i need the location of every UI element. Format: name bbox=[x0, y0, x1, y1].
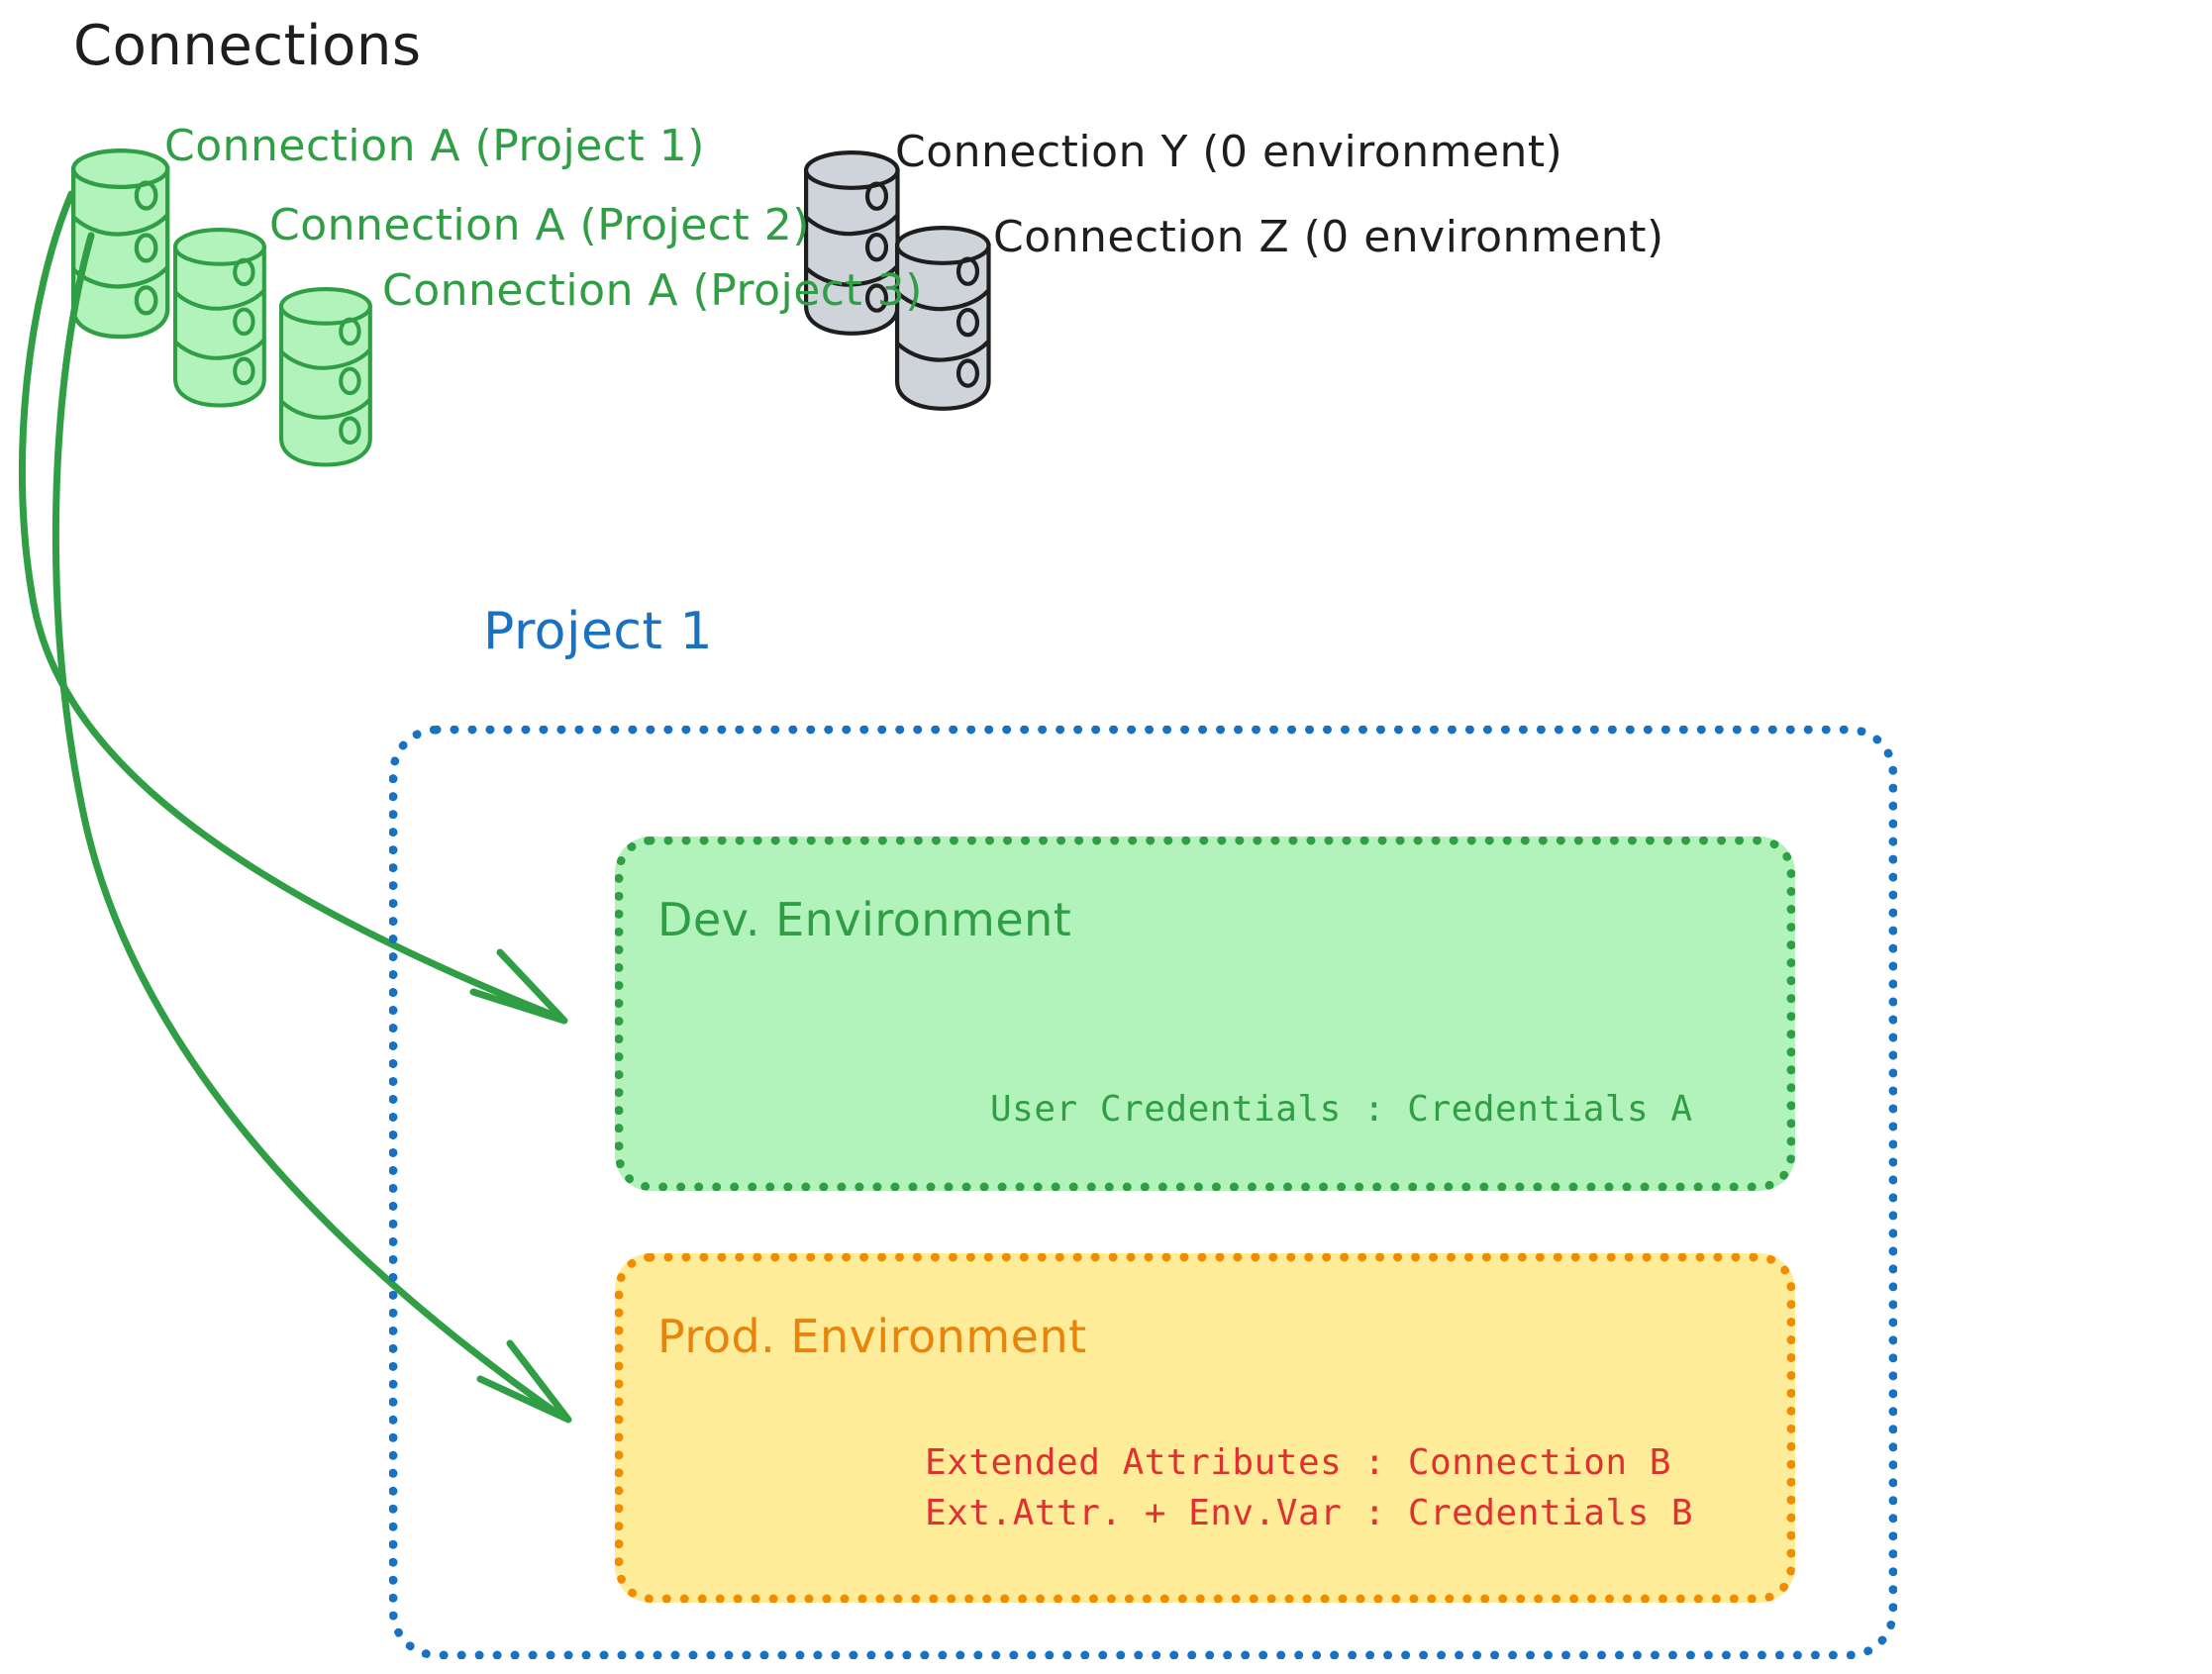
connection-label-a-project-3: Connection A (Project 3) bbox=[382, 265, 923, 316]
arrow-connection-a-to-dev-environment bbox=[18, 190, 568, 1025]
project-title-label: Project 1 bbox=[483, 602, 714, 661]
dev-environment-line-1: User Credentials : Credentials A bbox=[990, 1089, 1693, 1130]
connection-label-a-project-2: Connection A (Project 2) bbox=[269, 200, 810, 250]
connection-label-a-project-1: Connection A (Project 1) bbox=[164, 121, 705, 171]
project-container-box bbox=[389, 726, 1897, 1659]
dev-environment-box bbox=[615, 837, 1795, 1191]
prod-environment-line-2: Ext.Attr. + Env.Var : Credentials B bbox=[925, 1493, 1694, 1533]
page-title: Connections bbox=[73, 14, 422, 78]
database-icon-connection-a-project-3 bbox=[281, 289, 370, 464]
prod-environment-line-1: Extended Attributes : Connection B bbox=[925, 1442, 1671, 1483]
connection-label-z: Connection Z (0 environment) bbox=[993, 212, 1664, 262]
connection-label-y: Connection Y (0 environment) bbox=[895, 127, 1563, 177]
arrow-connection-a-to-prod-environment bbox=[51, 232, 572, 1424]
database-icon-connection-a-project-2 bbox=[175, 230, 264, 405]
prod-environment-title: Prod. Environment bbox=[657, 1310, 1087, 1363]
prod-environment-box bbox=[615, 1253, 1795, 1603]
dev-environment-title: Dev. Environment bbox=[657, 893, 1072, 946]
database-icon-connection-z bbox=[897, 228, 988, 409]
